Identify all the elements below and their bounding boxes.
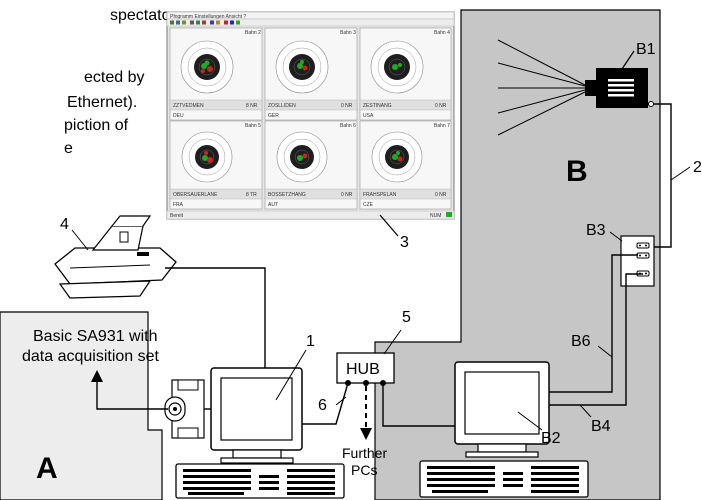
leader-6 [335, 396, 347, 406]
printer-cable [165, 267, 266, 368]
panel-name: ZESTINANG [363, 103, 392, 109]
leader-b4 [579, 404, 592, 418]
monitor-1 [210, 367, 303, 464]
panel-title: Bahn 3 [340, 30, 356, 36]
basic-text-1: Basic SA931 with [33, 328, 158, 345]
leader-1 [275, 349, 307, 401]
panel-score: 0 NR [435, 192, 447, 198]
label-3: 3 [400, 234, 409, 251]
label-b4: B4 [591, 418, 611, 435]
panel-title: Bahn 5 [245, 123, 261, 129]
panel-name: FRAHSPELAN [363, 192, 397, 198]
leader-b3 [609, 231, 623, 242]
status-left: Bereit [170, 213, 184, 219]
label-4: 4 [60, 216, 69, 233]
monitor-b2 [454, 361, 550, 458]
leader-5 [383, 329, 402, 355]
printer [54, 215, 177, 299]
panel-name: BOSSETZHANG [268, 192, 306, 198]
leader-3 [379, 214, 399, 237]
status-right: NUM [430, 213, 441, 219]
target-panel: Bahn 4 ZESTINANG 0 NR USA [359, 27, 452, 121]
panel-title: Bahn 4 [434, 30, 450, 36]
room-b-area [374, 9, 661, 500]
label-6: 6 [318, 397, 327, 414]
leader-b6 [597, 345, 613, 358]
toolbar-icons [170, 20, 240, 25]
panel-name: ZOSLLIDEN [268, 103, 296, 109]
label-b1: B1 [636, 41, 656, 58]
keyboard-1 [175, 463, 345, 499]
intro-line-2: ected by [84, 69, 144, 86]
keyboard-b [419, 460, 589, 498]
screenshot-window: Pfogramm Einstellungen Ansicht ? Bahn 2 [166, 11, 455, 220]
panel-score: 8 NR [246, 103, 258, 109]
panel-name: OBERSAUERLANE [173, 192, 218, 198]
intro-line-3: Ethernet). [67, 94, 137, 111]
network-hub: HUB [336, 352, 395, 386]
panel-sub: AUT [268, 202, 278, 208]
label-b3: B3 [586, 222, 606, 239]
panel-score: 0 NR [341, 192, 353, 198]
panel-sub: CZE [363, 202, 374, 208]
cable-b4 [549, 273, 643, 406]
cable-6-pc [302, 382, 349, 425]
panel-sub: GER [268, 113, 279, 119]
intro-line-4: piction of [64, 117, 129, 134]
panel-sub: DEU [173, 113, 184, 119]
basic-text-2: data acquisition set [22, 348, 160, 365]
further-pcs-2: PCs [351, 462, 377, 478]
arrow-up-icon [91, 370, 103, 382]
cable-2 [646, 103, 672, 248]
label-b2: B2 [541, 430, 561, 447]
leader-2 [670, 166, 691, 181]
panel-name: ZZTVEDMEN [173, 103, 204, 109]
area-a-region [0, 311, 163, 500]
panel-title: Bahn 6 [340, 123, 356, 129]
target-panel: Bahn 2 ZZTVEDMEN 8 NR DEU [169, 27, 263, 121]
screenshot-menu: Pfogramm Einstellungen Ansicht ? [170, 14, 246, 20]
further-pcs-1: Further [342, 445, 387, 461]
target-panel: Bahn 7 FRAHSPELAN 0 NR CZE [359, 120, 452, 210]
target-panel: Bahn 6 BOSSETZHANG 0 NR AUT [264, 120, 358, 210]
label-1: 1 [306, 333, 315, 350]
hub-label: HUB [346, 361, 380, 378]
target-panel: Bahn 3 ZOSLLIDEN 0 NR GER [264, 27, 358, 121]
leader-4 [71, 229, 89, 251]
cable-b6 [549, 254, 638, 393]
panel-score: 0 NR [341, 103, 353, 109]
panel-title: Bahn 2 [245, 30, 261, 36]
panel-score: 0 NR [435, 103, 447, 109]
arrow-down-icon [360, 428, 372, 440]
intro-line-5: e [64, 140, 73, 157]
area-a-label: A [36, 452, 58, 485]
data-connector [164, 379, 205, 439]
panel-sub: USA [363, 113, 374, 119]
leader-b2 [517, 411, 543, 431]
panel-title: Bahn 7 [434, 123, 450, 129]
panel-score: 8 TR [246, 192, 257, 198]
target-panel: Bahn 5 OBERSAUERLANE 8 TR FRA [169, 120, 263, 210]
label-b6: B6 [571, 333, 591, 350]
acquisition-arrow [96, 380, 168, 410]
projector-b1 [497, 39, 654, 136]
room-b-label: B [566, 155, 588, 188]
label-5: 5 [402, 309, 411, 326]
leader-b1 [621, 50, 635, 70]
label-2: 2 [693, 159, 702, 176]
panel-sub: FRA [173, 202, 184, 208]
cable-6-b2 [382, 383, 455, 427]
intro-line-1: spectators [110, 7, 184, 24]
